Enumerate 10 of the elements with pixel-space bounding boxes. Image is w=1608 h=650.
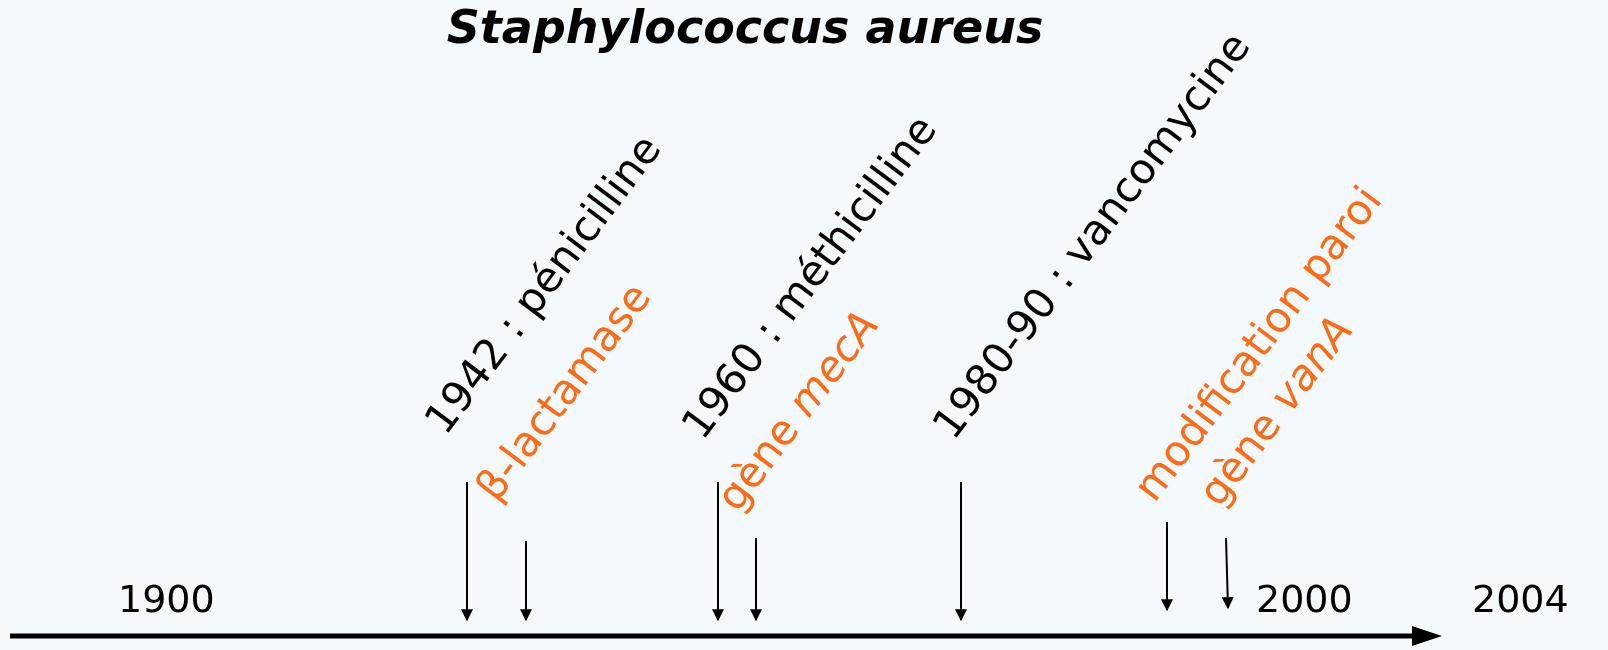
arrow [1161, 521, 1173, 612]
year-label: 2004 [1472, 580, 1569, 618]
arrow [1221, 537, 1234, 610]
arrow [750, 537, 762, 622]
arrow [520, 540, 532, 622]
arrow [461, 481, 473, 622]
arrow [955, 481, 967, 622]
arrow [712, 481, 724, 622]
year-label: 1900 [118, 580, 215, 618]
year-label: 2000 [1256, 580, 1353, 618]
